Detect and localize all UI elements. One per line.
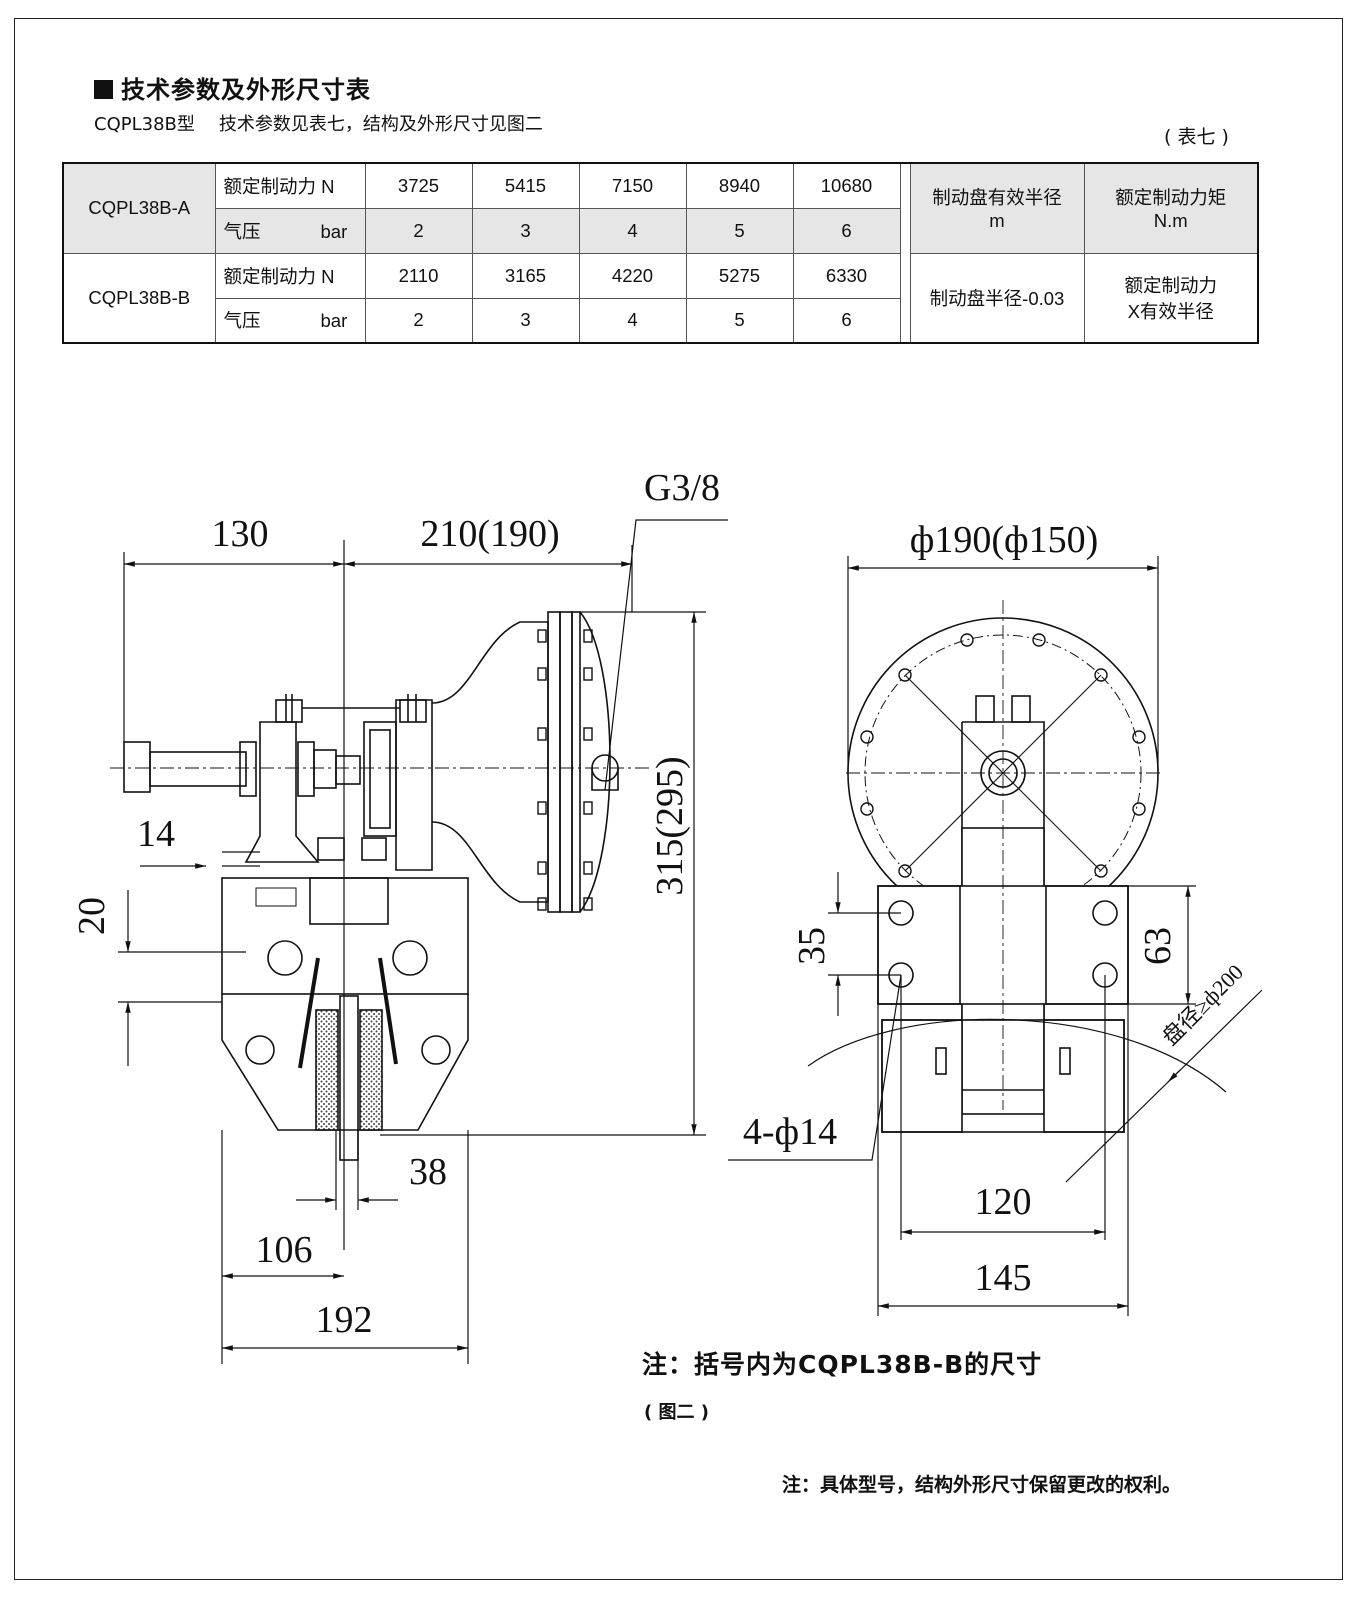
force-cell: 7150 xyxy=(578,162,687,209)
brake-pad xyxy=(315,1009,339,1131)
pressure-cell: 6 xyxy=(792,207,901,254)
pivot-pin xyxy=(267,940,303,976)
dim-120: 120 xyxy=(975,1181,1032,1223)
front-center-lines xyxy=(846,600,1160,1110)
force-cell: 5415 xyxy=(471,162,580,209)
flange-bolts xyxy=(860,633,1146,878)
force-cell: 10680 xyxy=(792,162,901,209)
dim-210: 210(190) xyxy=(420,513,559,555)
rod xyxy=(149,751,247,787)
dim-4-holes: 4-ф14 xyxy=(743,1111,837,1153)
flange-plate-a xyxy=(547,611,561,913)
pressure-cell: 6 xyxy=(792,297,901,344)
force-cell: 5275 xyxy=(685,252,794,299)
pressure-cell: 5 xyxy=(685,297,794,344)
dim-14: 14 xyxy=(137,813,175,855)
subtitle-text: 技术参数见表七，结构及外形尺寸见图二 xyxy=(218,114,543,135)
pivot-pin xyxy=(392,940,428,976)
side-view xyxy=(118,519,728,1364)
pressure-cell: 2 xyxy=(364,207,473,254)
right-yoke xyxy=(395,699,433,871)
table-number: ( 表七 ) xyxy=(1164,126,1229,148)
dim-145: 145 xyxy=(975,1257,1032,1299)
figure-label: ( 图二 ) xyxy=(644,1402,709,1423)
pressure-cell: 4 xyxy=(578,207,687,254)
front-view xyxy=(728,556,1263,1316)
subtitle-model: CQPL38B型 xyxy=(94,114,195,135)
force-cell: 3725 xyxy=(364,162,473,209)
caliper-body xyxy=(221,877,469,995)
model-cell: CQPL38B-A xyxy=(62,162,216,254)
force-label-cell: 额定制动力 N xyxy=(214,162,366,209)
flange-plate-b xyxy=(559,611,573,913)
parameter-table: CQPL38B-A 额定制动力 N 3725 5415 7150 8940 10… xyxy=(62,162,1259,344)
dim-20: 20 xyxy=(71,897,113,935)
diaphragm-housing xyxy=(431,621,549,903)
rod-end xyxy=(123,741,151,793)
note-bracket-dimensions: 注：括号内为CQPL38B-B的尺寸 xyxy=(642,1350,1043,1379)
dim-130: 130 xyxy=(212,513,269,555)
dim-38: 38 xyxy=(409,1151,447,1193)
pressure-cell: 5 xyxy=(685,207,794,254)
dim-315: 315(295) xyxy=(649,756,691,895)
dim-190: ф190(ф150) xyxy=(910,519,1099,561)
disc-arc xyxy=(807,1018,1227,1093)
pressure-cell: 3 xyxy=(471,207,580,254)
force-cell: 4220 xyxy=(578,252,687,299)
dim-g38: G3/8 xyxy=(644,467,720,509)
pressure-cell: 4 xyxy=(578,297,687,344)
note-rights-reserved: 注：具体型号，结构外形尺寸保留更改的权利。 xyxy=(782,1474,1182,1496)
page-frame xyxy=(14,18,1343,1580)
square-bullet-icon xyxy=(94,80,113,99)
force-cell: 8940 xyxy=(685,162,794,209)
subtitle: CQPL38B型 技术参数见表七，结构及外形尺寸见图二 xyxy=(94,110,543,136)
table-row: CQPL38B-A 额定制动力 N 3725 5415 7150 8940 10… xyxy=(62,162,1259,344)
force-cell: 6330 xyxy=(792,252,901,299)
dim-106: 106 xyxy=(256,1229,313,1271)
table-row: CQPL38B-B 额定制动力 N 2110 3165 4220 5275 63… xyxy=(62,252,1259,344)
dim-disc-diameter: 盘径≥ф200 xyxy=(1157,959,1248,1050)
radius-value-cell: 制动盘半径-0.03 xyxy=(909,252,1085,344)
lower-jaw xyxy=(221,994,469,1131)
brake-pad xyxy=(359,1009,383,1131)
section-heading: 技术参数及外形尺寸表 xyxy=(94,70,371,105)
brake-disc xyxy=(339,995,359,1161)
dim-63: 63 xyxy=(1137,927,1179,965)
pressure-cell: 2 xyxy=(364,297,473,344)
dim-192: 192 xyxy=(316,1299,373,1341)
model-cell: CQPL38B-B xyxy=(62,252,216,344)
spring-pack xyxy=(363,721,397,837)
dim-35: 35 xyxy=(791,927,833,965)
pressure-cell: 3 xyxy=(471,297,580,344)
